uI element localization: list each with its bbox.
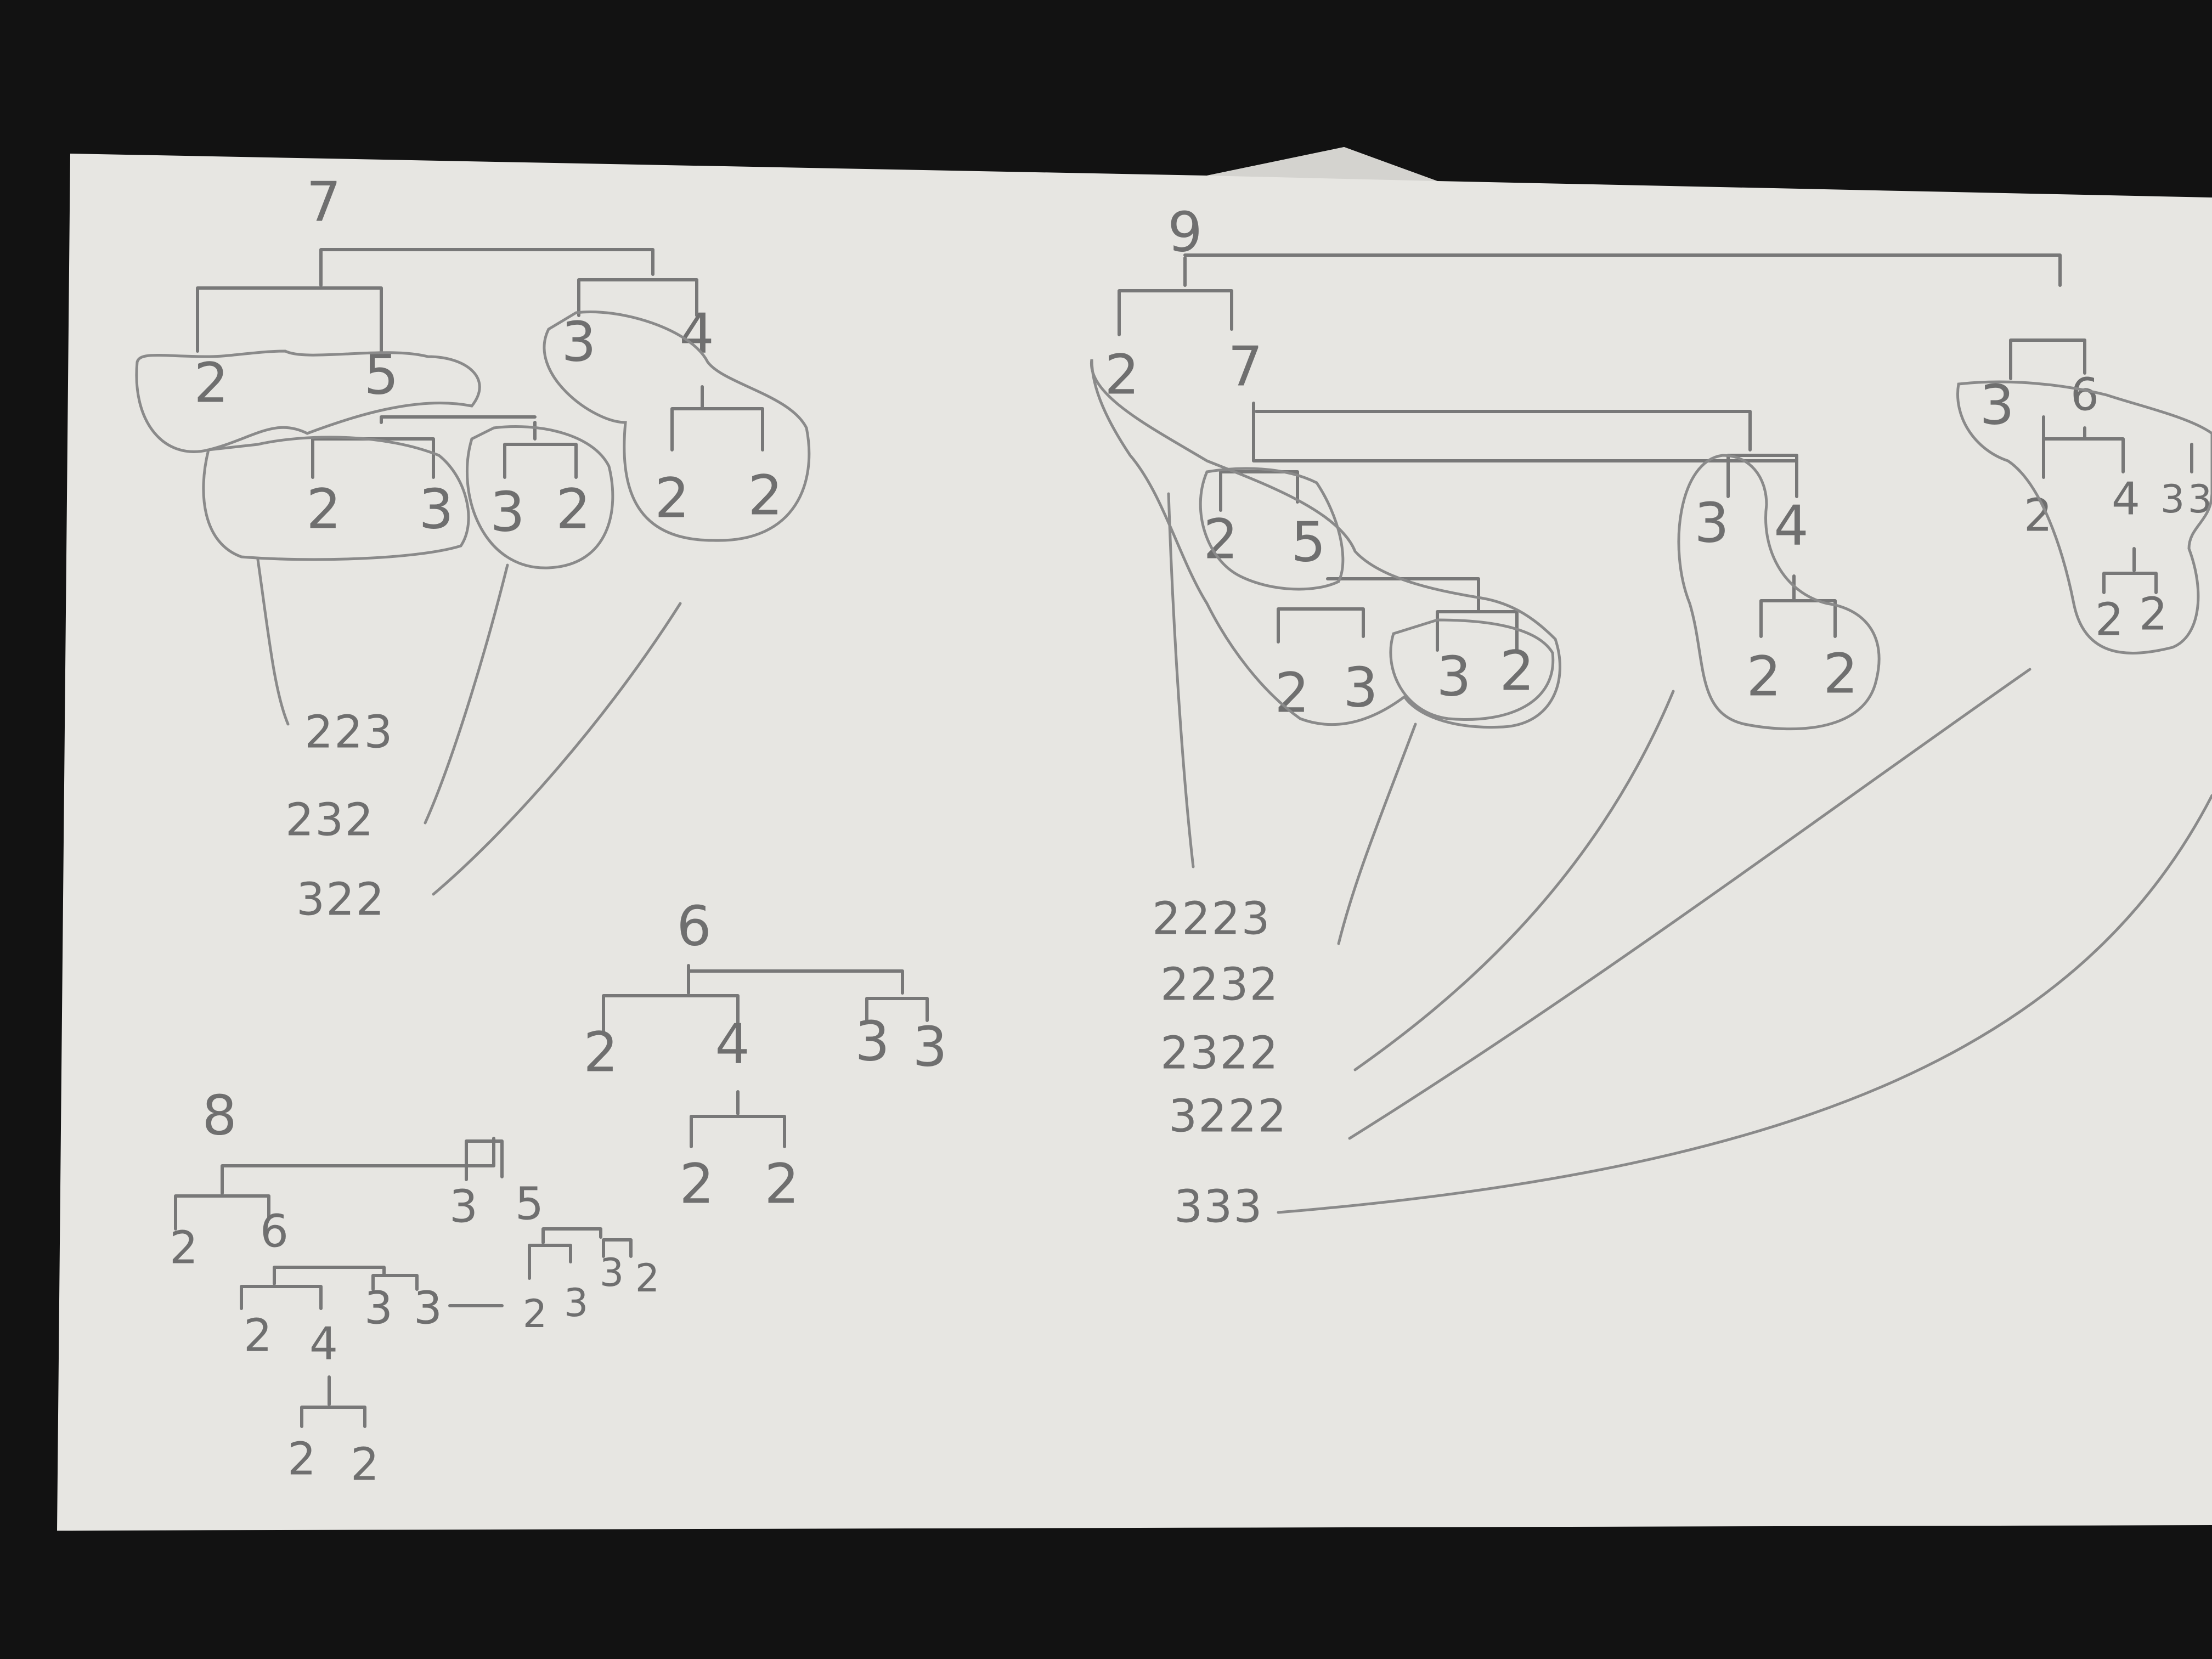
- node-7: 7: [306, 170, 341, 234]
- paper-fold-shadow: [1207, 147, 1437, 181]
- node-3: 3: [2188, 477, 2212, 522]
- group-loop: [1956, 380, 2212, 654]
- node-3: 3: [414, 1282, 442, 1334]
- link-line: [432, 602, 682, 896]
- sequence: 333: [1174, 1181, 1263, 1233]
- leaf: 3: [490, 479, 525, 544]
- branch-4: [300, 1375, 366, 1428]
- node-3: 3: [364, 1282, 393, 1334]
- link-line: [1348, 668, 2032, 1140]
- leaf: 2: [287, 1433, 316, 1485]
- node-2: 2: [170, 1222, 198, 1274]
- leaf: 2: [1274, 661, 1310, 725]
- node-6: 6: [2070, 369, 2099, 421]
- leaf: 2: [1499, 639, 1534, 703]
- sequence: 3222: [1169, 1090, 1288, 1142]
- node-7: 7: [1228, 334, 1263, 398]
- node-5: 5: [1291, 510, 1326, 574]
- sequence: 2232: [1160, 958, 1279, 1011]
- tree-9: 9 2 7 3 6 2 5 3 4 2 3 3 2 2 2 2 4 3 3 2 …: [1090, 200, 2212, 1233]
- node-3: 3: [1694, 490, 1729, 555]
- node-2: 2: [244, 1310, 272, 1362]
- node-3: 3: [564, 1280, 589, 1325]
- leaf: 2: [1823, 641, 1858, 706]
- branch-6-sub: [240, 1266, 419, 1310]
- link-line: [1337, 723, 1417, 945]
- node-3: 3: [912, 1014, 947, 1079]
- leaf: 2: [654, 466, 690, 530]
- node-9: 9: [1167, 200, 1203, 264]
- link-line: [1353, 690, 1675, 1071]
- group-loop: [202, 436, 470, 561]
- paper-sheet: [57, 147, 2212, 1531]
- link-line: [1277, 794, 2212, 1214]
- leaf: 3: [1436, 644, 1471, 708]
- node-3: 3: [449, 1181, 478, 1233]
- group-loop: [1389, 618, 1555, 721]
- sequence: 2322: [1160, 1027, 1279, 1079]
- leaf: 2: [2139, 588, 2168, 640]
- node-8: 8: [202, 1083, 237, 1147]
- leaf: 2: [1746, 644, 1781, 708]
- node-3: 3: [855, 1009, 890, 1073]
- tree-7: 7 2 5 3 4 2 3 3 2 2 2 223 232 322: [135, 170, 811, 926]
- branch-9: [1118, 253, 2086, 380]
- node-5: 5: [515, 1178, 544, 1230]
- group-loop: [1090, 359, 1561, 729]
- node-2: 2: [583, 1020, 618, 1084]
- tree-6: 6 2 4 3 3 2 2: [583, 894, 947, 1216]
- branch-8: [174, 1137, 504, 1231]
- link-line: [256, 558, 290, 726]
- branch-4: [690, 1090, 786, 1148]
- sequence: 322: [296, 873, 386, 926]
- sequence: 223: [304, 706, 394, 758]
- sequence: 2223: [1152, 893, 1271, 945]
- node-3: 3: [600, 1250, 624, 1295]
- branch-6: [602, 964, 929, 1033]
- branch-7: [196, 248, 698, 353]
- leaf: 3: [419, 477, 454, 541]
- link-line: [1167, 492, 1195, 868]
- node-4: 4: [309, 1318, 338, 1370]
- node-3: 3: [561, 309, 596, 374]
- node-2: 2: [635, 1256, 660, 1301]
- branch-7: [1219, 402, 1798, 512]
- node-6: 6: [260, 1205, 289, 1257]
- node-4: 4: [715, 1012, 750, 1076]
- leaf: 3: [1343, 655, 1378, 719]
- branch-6: [2042, 415, 2193, 594]
- node-2: 2: [523, 1291, 548, 1336]
- leaf: 2: [306, 477, 341, 541]
- branch-5-and-4: [1277, 574, 1837, 652]
- leaf: 2: [679, 1152, 714, 1216]
- leaf: 2: [764, 1152, 799, 1216]
- leaf: 2: [2095, 594, 2124, 646]
- sequence: 232: [285, 794, 375, 846]
- group-loop: [1199, 467, 1345, 591]
- group-loop: [1677, 454, 1881, 731]
- group-loop: [543, 310, 811, 542]
- node-6: 6: [676, 894, 712, 958]
- leaf: 2: [351, 1438, 379, 1491]
- group-loop: [466, 425, 614, 569]
- node-3: 3: [2160, 477, 2185, 522]
- node-4: 4: [1774, 493, 1809, 557]
- leaf: 2: [748, 463, 783, 527]
- branch-5-sub: [448, 1227, 633, 1307]
- node-2: 2: [194, 351, 229, 415]
- tree-8: 8 2 6 3 5 2 4 3 3 2 2 2 3 3 2: [170, 1083, 659, 1491]
- link-line: [424, 563, 509, 825]
- leaf: 2: [556, 477, 591, 541]
- node-4: 4: [679, 301, 714, 365]
- node-4: 4: [2112, 473, 2140, 525]
